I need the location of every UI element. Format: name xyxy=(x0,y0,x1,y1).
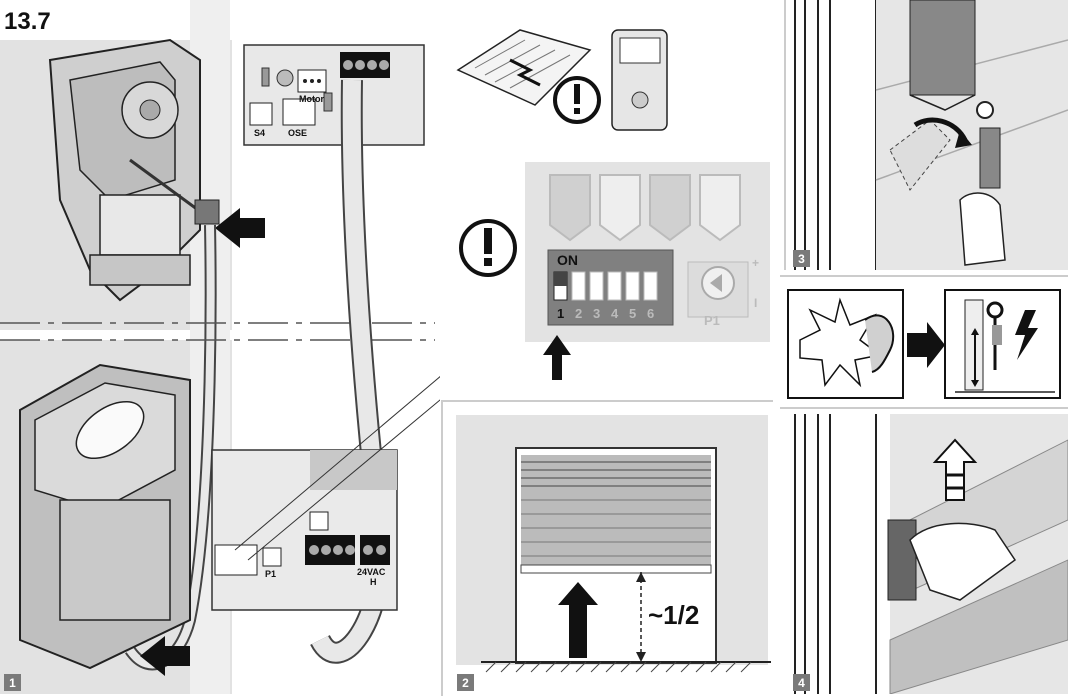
step-number-2: 2 xyxy=(457,674,474,691)
right-illustrations xyxy=(780,0,1068,694)
s4-label: S4 xyxy=(254,128,265,138)
motor-label: Motor xyxy=(299,94,324,104)
ose-label: OSE xyxy=(288,128,307,138)
dip-switch-3: 3 xyxy=(593,306,600,321)
dip-switch-1: 1 xyxy=(557,306,564,321)
light-housing-lower xyxy=(20,365,190,668)
vac-label: 24VAC xyxy=(357,567,385,577)
vac-sub-label: H xyxy=(370,577,377,587)
dip-switch-6: 6 xyxy=(647,306,654,321)
dip-p1-label: P1 xyxy=(704,313,720,328)
warning-exclamation-icon xyxy=(555,78,599,122)
hand xyxy=(960,193,1005,265)
door-illustration xyxy=(441,400,771,694)
step1-illustration xyxy=(0,0,440,694)
step-number-4: 4 xyxy=(793,674,810,691)
warning-exclamation-icon xyxy=(461,221,515,275)
dip-minus-label: I xyxy=(754,296,757,310)
dip-plus-label: + xyxy=(752,256,759,270)
dip-switch-4: 4 xyxy=(611,306,618,321)
dip-switch-illustration xyxy=(440,0,780,400)
board-p1-label: P1 xyxy=(265,569,276,579)
dip-switch-2: 2 xyxy=(575,306,582,321)
arrow-right-icon xyxy=(907,322,945,368)
door-slats xyxy=(521,455,711,573)
operator-device xyxy=(612,30,667,130)
step-number-3: 3 xyxy=(793,250,810,267)
dip-switch-5: 5 xyxy=(629,306,636,321)
dip-on-label: ON xyxy=(557,252,578,268)
step-number-1: 1 xyxy=(4,674,21,691)
door-height-label: ~1/2 xyxy=(648,600,699,631)
